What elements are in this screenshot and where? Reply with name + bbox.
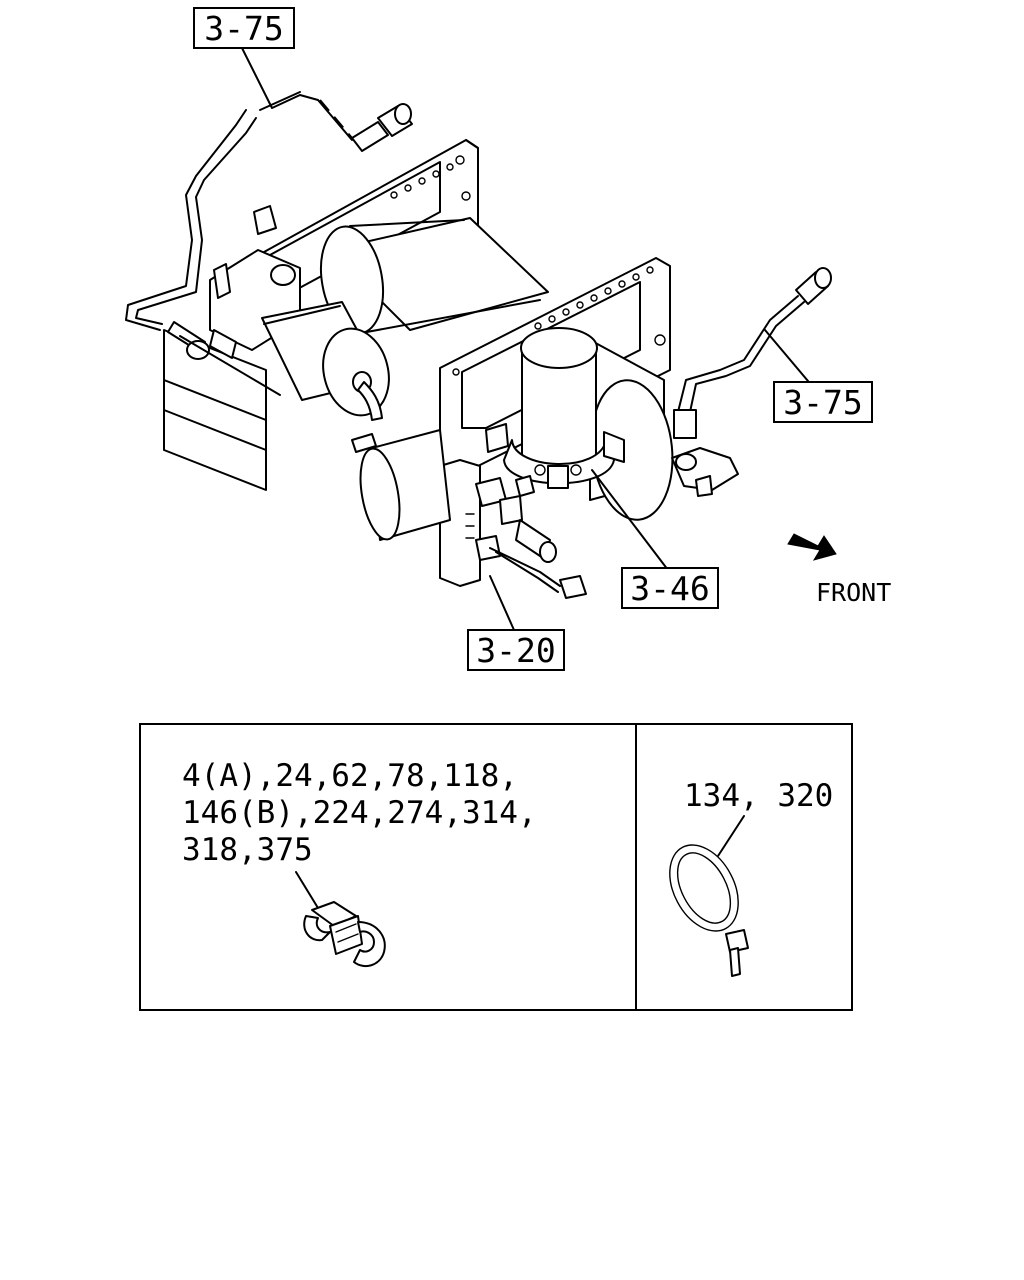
lower-fittings-harness xyxy=(465,475,587,599)
callout-label: 3-75 xyxy=(783,383,862,422)
hose-clip-icon xyxy=(303,901,386,968)
front-label: FRONT xyxy=(816,578,891,607)
callout-label: 3-46 xyxy=(630,569,709,608)
tie-parts-label: 134, 320 xyxy=(684,778,833,814)
callout-filter[interactable]: 3-46 xyxy=(621,567,719,609)
cable-tie-panel: 134, 320 xyxy=(669,778,833,977)
air-dryer-canister xyxy=(485,327,625,489)
lower-bracket xyxy=(351,429,481,587)
air-dryer-assembly-drawing xyxy=(125,47,832,631)
top-pipe-fitting xyxy=(351,103,413,152)
callout-label: 3-75 xyxy=(204,9,283,48)
leader-line-bottom xyxy=(489,575,515,631)
callout-right[interactable]: 3-75 xyxy=(773,381,873,423)
clip-parts-line-1: 4(A),24,62,78,118, xyxy=(182,758,518,794)
leader-line-filter xyxy=(591,469,669,571)
callout-top-left[interactable]: 3-75 xyxy=(193,7,295,49)
clip-parts-line-3: 318,375 xyxy=(182,832,313,868)
clip-parts-panel: 4(A),24,62,78,118, 146(B),224,274,314, 3… xyxy=(182,758,537,968)
clip-parts-line-2: 146(B),224,274,314, xyxy=(182,795,537,831)
parts-legend: 4(A),24,62,78,118, 146(B),224,274,314, 3… xyxy=(139,723,853,1011)
right-air-pipe xyxy=(671,267,832,497)
cable-tie-icon xyxy=(669,844,749,977)
callout-bottom[interactable]: 3-20 xyxy=(467,629,565,671)
callout-label: 3-20 xyxy=(476,631,555,670)
front-direction-indicator: FRONT xyxy=(787,533,891,607)
front-cylinder xyxy=(261,301,390,421)
front-arrow-icon xyxy=(787,533,837,561)
